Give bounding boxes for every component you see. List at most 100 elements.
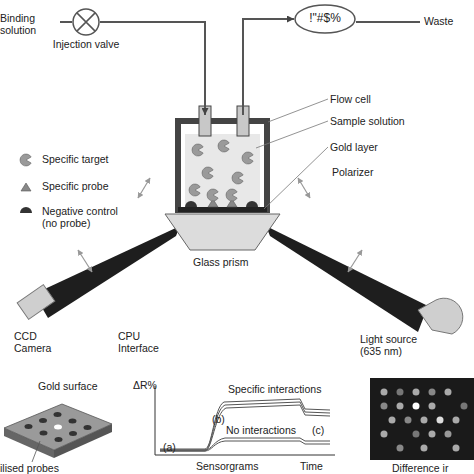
control-spot <box>246 201 258 207</box>
probe-spots-part <box>55 437 63 442</box>
light-source <box>418 298 463 334</box>
leader-line <box>264 147 328 209</box>
legend-target-symbol <box>20 154 31 166</box>
text-label: Time <box>300 460 323 472</box>
probe-spots-part <box>39 418 47 423</box>
target-molecule <box>202 167 213 179</box>
pump-outline <box>295 5 355 33</box>
difference-spots-part <box>397 389 404 396</box>
difference-spots <box>381 389 468 452</box>
text-label: Difference ir <box>392 462 448 474</box>
sensorgram-curves-part <box>160 441 330 451</box>
target-molecule <box>218 140 229 152</box>
probe-spots-part <box>40 431 48 436</box>
probe-spots <box>25 412 92 442</box>
incident-beam <box>266 226 428 332</box>
polarizer-arrow <box>138 178 150 198</box>
polarizer-arrow <box>348 250 362 272</box>
polarizer-arrow <box>78 250 92 272</box>
node-label: Injection valve <box>52 38 120 50</box>
target-molecule <box>242 152 253 164</box>
legend-text: Specific target <box>42 153 109 165</box>
difference-spots-part <box>413 403 420 410</box>
difference-spots-part <box>453 417 460 424</box>
difference-spots-part <box>429 389 436 396</box>
control-spot <box>185 201 197 207</box>
leader-line <box>268 99 328 122</box>
text-label: No interactions <box>226 424 296 436</box>
difference-spots-part <box>381 403 388 410</box>
sensorgram-curves-part <box>160 405 330 451</box>
injection-valve: Injection valve <box>72 8 100 36</box>
text-label: Binding solution <box>0 12 62 36</box>
difference-spots-part <box>413 389 420 396</box>
gold-surface <box>4 404 112 450</box>
text-label: Specific interactions <box>228 383 321 395</box>
text-label: Sensorgrams <box>196 460 258 472</box>
text-label: Glass prism <box>193 256 248 268</box>
difference-spots-part <box>437 417 444 424</box>
node-outline <box>72 8 100 36</box>
text-label: Polarizer <box>332 166 373 178</box>
difference-spots-part <box>381 389 388 396</box>
bound-target <box>207 189 218 201</box>
flow-cell-inner <box>181 124 264 210</box>
node-label: Flow cell <box>330 93 410 105</box>
difference-spots-part <box>445 389 452 396</box>
text-label: Light source (635 nm) <box>360 333 432 357</box>
difference-spots-part <box>397 403 404 410</box>
bound-target <box>226 189 237 201</box>
probe-spots-part <box>69 431 77 436</box>
inlet-tube <box>199 106 211 136</box>
legend-control-symbol <box>20 207 32 213</box>
difference-spots-part <box>445 431 452 438</box>
sample-solution <box>185 134 260 207</box>
sensorgram-curves-part <box>160 402 330 450</box>
flow-connector <box>100 22 205 115</box>
target-molecule <box>189 184 200 196</box>
legend-entry: Specific target <box>42 153 109 165</box>
valve-cross <box>77 13 95 31</box>
legend-text: Specific probe <box>42 180 109 192</box>
text-label: Waste <box>424 15 453 27</box>
text-label: Sample solution <box>330 115 405 127</box>
legend-entry: Negative control (no probe) <box>42 205 130 229</box>
gold-layer <box>178 207 267 212</box>
difference-spots-part <box>413 431 420 438</box>
valve-circle <box>73 9 99 35</box>
sensorgram-axes <box>155 386 335 455</box>
text-label: (c) <box>312 424 324 436</box>
text-label: (b) <box>212 413 225 425</box>
flow-cell-frame <box>175 118 270 213</box>
legend-entry: Specific probe <box>42 180 109 192</box>
difference-spots-part <box>397 445 404 452</box>
difference-spots-part <box>461 403 468 410</box>
flow-cell: Flow cell <box>175 115 270 215</box>
text-label: (a) <box>163 441 176 453</box>
text-label: Gold surface <box>38 380 98 392</box>
text-label: Gold layer <box>330 141 378 153</box>
probe-spots-part <box>54 412 62 417</box>
difference-spots-part <box>453 445 460 452</box>
difference-spots-part <box>421 445 428 452</box>
sensorgram-curves-part <box>160 438 330 450</box>
ccd-camera <box>17 285 55 320</box>
glass-prism <box>165 214 280 250</box>
text-label: ilised probes <box>0 462 59 474</box>
difference-spots-part <box>405 417 412 424</box>
difference-spots-part <box>389 417 396 424</box>
legend-text: Negative control (no probe) <box>42 205 118 229</box>
leader-line <box>256 121 328 148</box>
probe-spots-part <box>25 424 33 429</box>
text-label: ΔR% <box>133 379 157 391</box>
difference-spots-part <box>429 403 436 410</box>
outlet-tube <box>237 106 249 136</box>
polarizer-arrow <box>298 178 310 198</box>
text-label: CPU Interface <box>118 330 173 354</box>
difference-spots-part <box>421 417 428 424</box>
difference-image <box>370 378 474 460</box>
probe-spots-part <box>84 425 92 430</box>
inlet-wire <box>60 21 72 23</box>
flow-connector <box>243 19 294 115</box>
